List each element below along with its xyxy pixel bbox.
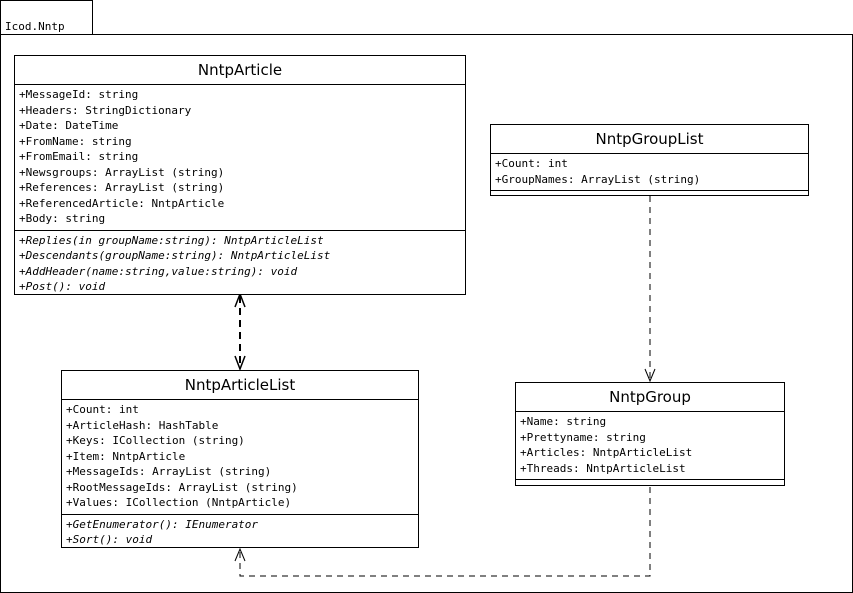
attributes-section: +Name: string +Prettyname: string +Article… [516,412,784,480]
operations-section [491,191,808,199]
grouplist-group-dependency [644,196,656,383]
operation: +AddHeader(name:string,value:string): vo… [19,264,298,278]
class-name: NntpArticle [15,56,465,85]
attribute: +References: ArrayList (string) [19,181,225,194]
attribute: +Name: string [520,415,607,428]
class-nntp-group-list[interactable]: NntpGroupList +Count: int +GroupNames: Ar… [490,124,809,196]
operation: +GetEnumerator(): IEnumerator [66,517,259,531]
class-name: NntpGroup [516,383,784,412]
attribute: +Body: string [19,212,106,225]
attribute: +Threads: NntpArticleList [520,461,686,475]
package-name: Icod.Nntp [5,20,65,33]
attribute: +MessageId: string [19,88,139,101]
attribute: +ReferencedArticle: NntpArticle [19,196,225,210]
attribute: +GroupNames: ArrayList (string) [495,172,701,186]
attribute: +Keys: ICollection (string) [66,434,245,447]
attribute: +Item: NntpArticle [66,449,186,463]
attributes-section: +Count: int +ArticleHash: HashTable +Keys:… [62,400,418,515]
attribute: +Headers: StringDictionary [19,103,192,117]
class-nntp-article[interactable]: NntpArticle +MessageId: string +Headers: … [14,55,466,295]
attributes-section: +Count: int +GroupNames: ArrayList (strin… [491,154,808,191]
operation: +Post(): void [19,280,106,293]
operation: +Sort(): void [66,533,153,546]
operations-section [516,480,784,488]
attribute: +ArticleHash: HashTable [66,418,219,432]
class-nntp-article-list[interactable]: NntpArticleList +Count: int +ArticleHash:… [61,370,419,548]
attribute: +MessageIds: ArrayList (string) [66,465,272,478]
operations-section: +Replies(in groupName:string): NntpArtic… [15,231,465,298]
class-name: NntpGroupList [491,125,808,154]
class-name: NntpArticleList [62,371,418,400]
package-tab: Icod.Nntp [0,0,93,34]
attribute: +Values: ICollection (NntpArticle) [66,496,292,509]
article-articlelist-association [234,291,246,372]
attribute: +Prettyname: string [520,430,646,444]
attribute: +Date: DateTime [19,119,119,132]
attribute: +Count: int [66,403,139,416]
operation: +Descendants(groupName:string): NntpArti… [19,249,331,262]
class-nntp-group[interactable]: NntpGroup +Name: string +Prettyname: stri… [515,382,785,486]
operation: +Replies(in groupName:string): NntpArtic… [19,233,324,247]
attribute: +Newsgroups: ArrayList (string) [19,165,225,179]
attribute: +FromName: string [19,134,132,148]
group-articlelist-dependency [234,487,651,577]
attribute: +RootMessageIds: ArrayList (string) [66,480,298,494]
attribute: +FromEmail: string [19,150,139,163]
attribute: +Articles: NntpArticleList [520,446,693,459]
attributes-section: +MessageId: string +Headers: StringDictio… [15,85,465,231]
attribute: +Count: int [495,157,568,170]
operations-section: +GetEnumerator(): IEnumerator +Sort(): vo… [62,515,418,551]
